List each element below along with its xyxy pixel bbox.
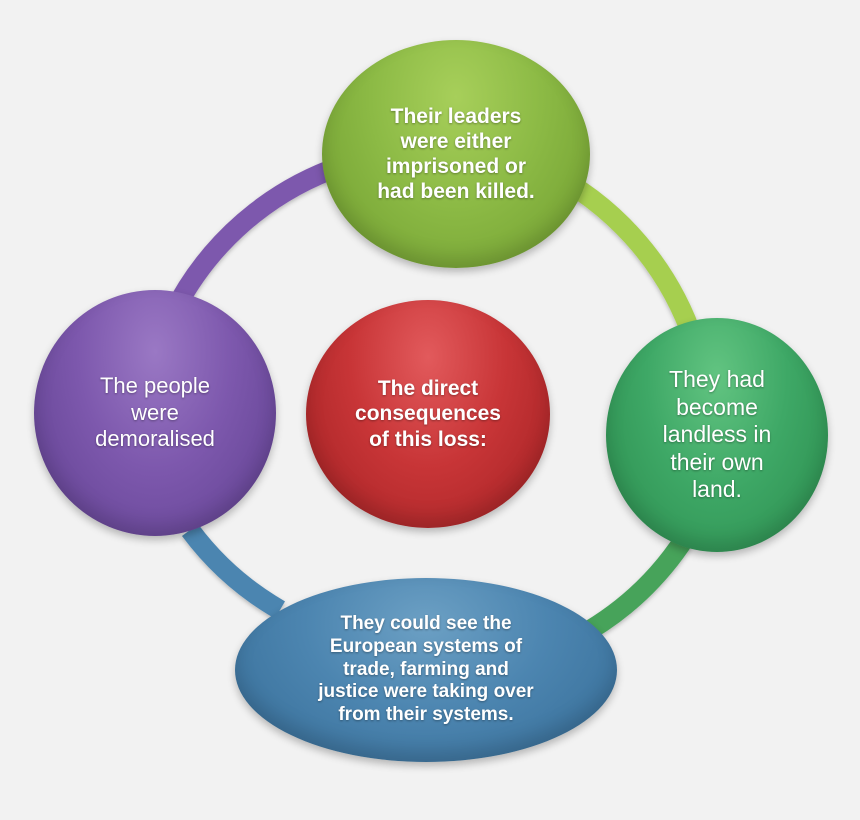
node-demoralised-text: The people were demoralised [95, 373, 215, 452]
ring-arc-right-bottom [584, 524, 699, 639]
node-demoralised: The people were demoralised [34, 290, 276, 536]
ring-arc-bottom-left [181, 523, 286, 619]
node-leaders-imprisoned: Their leaders were either imprisoned or … [322, 40, 590, 268]
node-european-systems-text: They could see the European systems of t… [318, 613, 534, 726]
ring-arc-left-top [171, 160, 334, 305]
center-node-consequences: The direct consequences of this loss: [306, 300, 550, 528]
node-european-systems: They could see the European systems of t… [235, 578, 617, 762]
node-leaders-imprisoned-text: Their leaders were either imprisoned or … [377, 104, 535, 204]
node-landless-text: They had become landless in their own la… [662, 366, 772, 503]
node-landless: They had become landless in their own la… [606, 318, 828, 552]
center-node-text: The direct consequences of this loss: [355, 377, 501, 451]
